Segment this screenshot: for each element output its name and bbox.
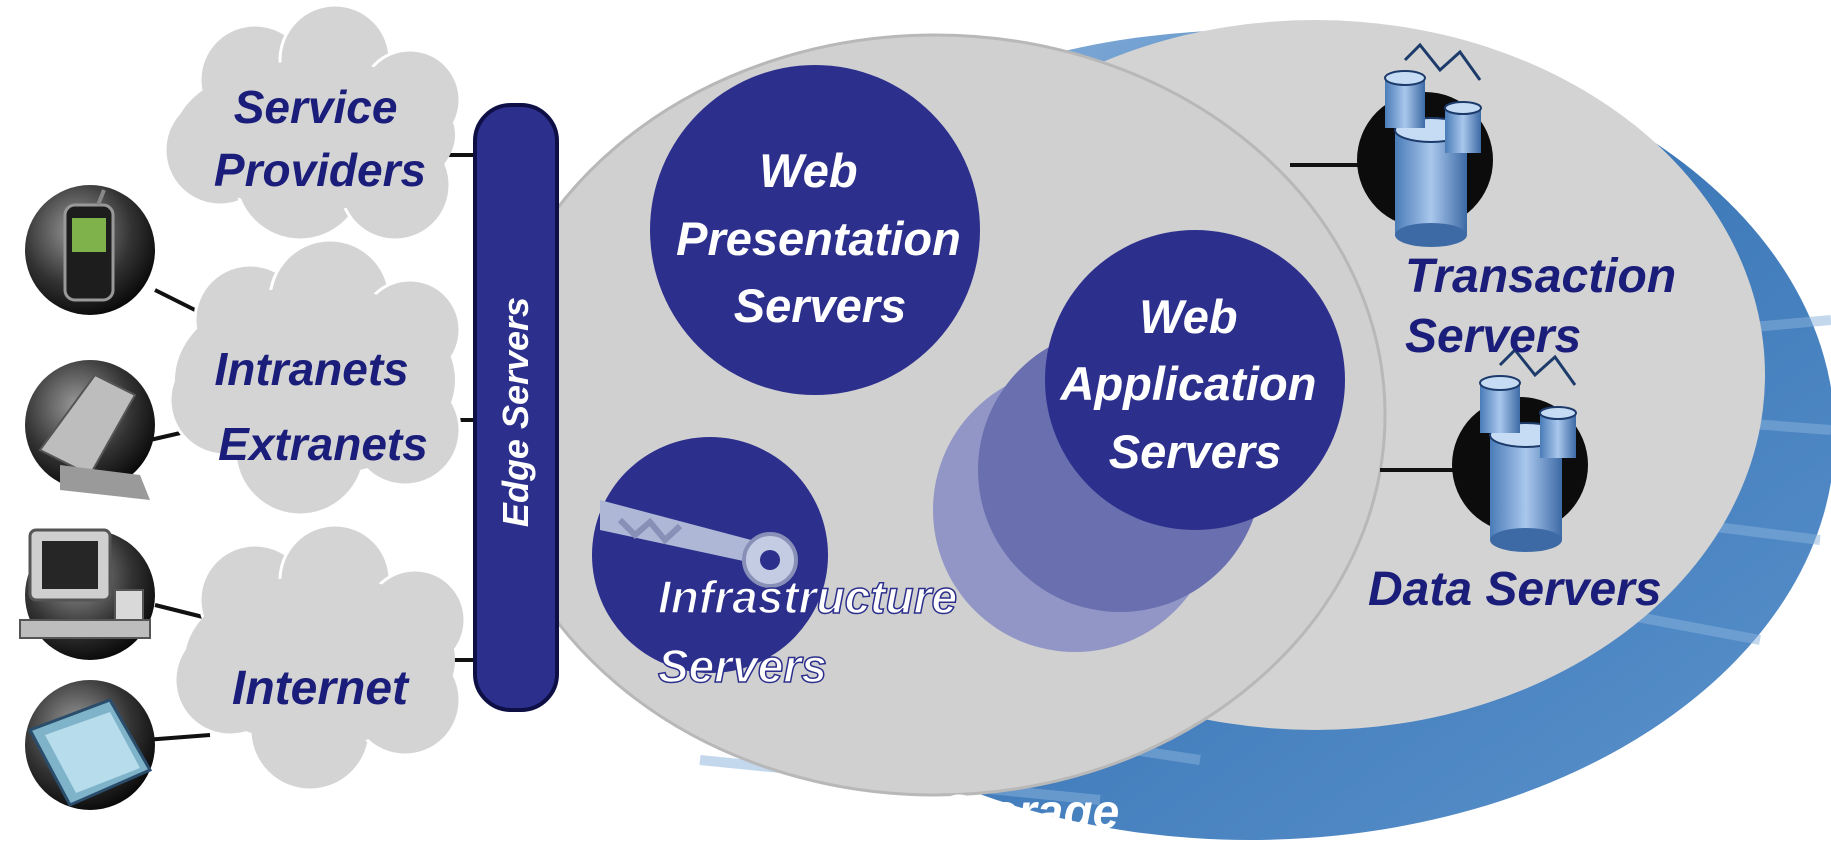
transaction-servers-label: Transaction Servers <box>1405 250 1690 363</box>
data-database-icon <box>1452 347 1588 552</box>
web-application-stack <box>933 230 1345 652</box>
key-icon <box>600 500 798 588</box>
transaction-database-icon <box>1357 42 1493 247</box>
storage-label: Storage <box>941 786 1120 839</box>
intranets-extranets-label: Intranets Extranets <box>214 343 427 470</box>
web-presentation-label: Web Presentation Servers <box>676 144 974 332</box>
infrastructure-circle <box>592 437 828 673</box>
cloud-internet <box>173 523 467 792</box>
edge-servers-label: Edge Servers <box>495 297 536 527</box>
laptop-icon <box>25 360 155 500</box>
edge-servers-bar <box>473 103 559 712</box>
web-application-label: Web Application Servers <box>1060 290 1330 478</box>
mobile-phone-icon <box>25 185 155 315</box>
service-providers-label: Service Providers <box>214 81 426 196</box>
desktop-computer-icon <box>19 528 155 660</box>
infrastructure-label: Infrastructure Servers <box>658 571 970 692</box>
cloud-service-providers <box>163 3 462 242</box>
internet-label: Internet <box>232 662 410 715</box>
scanner-icon <box>25 680 155 810</box>
data-servers-label: Data Servers <box>1368 563 1662 616</box>
cloud-intranets-extranets <box>168 238 462 517</box>
web-presentation-circle <box>650 65 980 395</box>
